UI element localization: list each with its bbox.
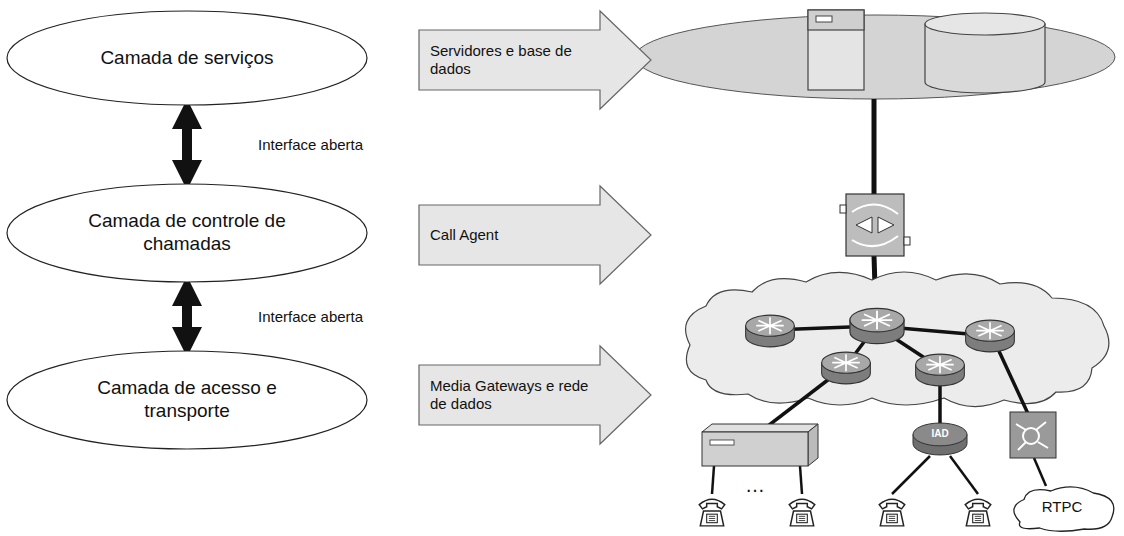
- media-gateway-icon: [702, 424, 818, 466]
- services-platform: [635, 15, 1115, 99]
- router-icon: [966, 320, 1015, 352]
- layer-ellipse: Camada de acesso e transporte: [6, 350, 368, 450]
- block-arrow: Media Gateways e rede de dados: [418, 345, 652, 445]
- node-text: Media Gateways e rede de dados: [430, 377, 590, 413]
- phone-icon: [699, 499, 725, 526]
- trunk-gateway-icon: [1010, 412, 1056, 458]
- edge-label: Interface aberta: [255, 135, 366, 154]
- router-icon: [746, 315, 795, 347]
- data-network-cloud: [686, 272, 1109, 407]
- call-agent-icon: [840, 194, 910, 256]
- edge-label: Interface aberta: [255, 307, 366, 326]
- server-icon: [808, 10, 864, 90]
- layer-ellipse: Camada de controle de chamadas: [6, 183, 368, 283]
- block-arrow: Call Agent: [418, 185, 652, 285]
- router-icon: [850, 308, 904, 343]
- router-icon: [916, 354, 965, 386]
- phone-icon: [789, 499, 815, 526]
- interface-arrow: [182, 300, 192, 333]
- node-text: Camada de serviços: [100, 47, 273, 70]
- node-text: Servidores e base de dados: [430, 42, 590, 78]
- interface-arrow: [182, 123, 192, 166]
- node-text: Camada de controle de chamadas: [56, 210, 318, 256]
- phone-icon: [965, 499, 991, 526]
- node-text: IAD: [931, 428, 948, 440]
- router-node: IAD: [911, 420, 969, 458]
- node-text: RTPC: [1042, 498, 1083, 516]
- pstn-cloud: RTPC: [1006, 482, 1118, 532]
- router-icon: [822, 352, 871, 384]
- node-text: Camada de acesso e transporte: [56, 377, 318, 423]
- phone-icon: [879, 499, 905, 526]
- ellipsis-label: …: [745, 474, 765, 497]
- block-arrow: Servidores e base de dados: [418, 10, 652, 110]
- database-icon: [925, 13, 1045, 93]
- node-text: Call Agent: [430, 226, 498, 244]
- layer-ellipse: Camada de serviços: [6, 10, 368, 106]
